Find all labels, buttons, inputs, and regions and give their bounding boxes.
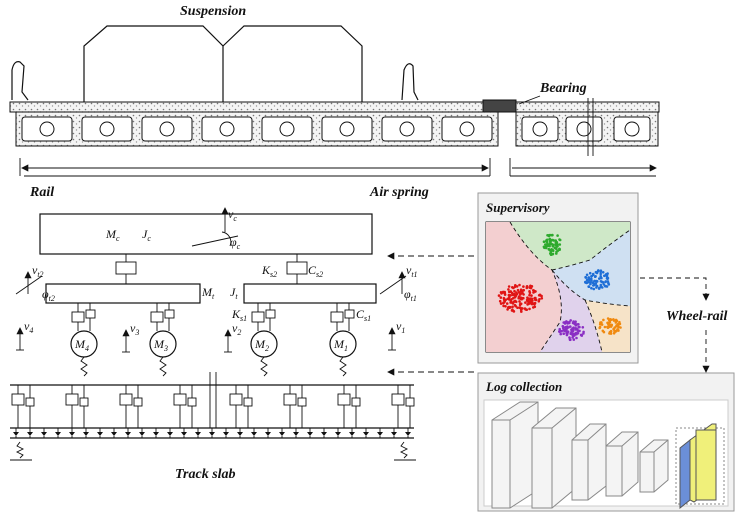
girder-cells — [21, 116, 651, 142]
motion-indicators — [15, 271, 407, 353]
svg-text:vt1: vt1 — [406, 263, 418, 279]
svg-text:M4: M4 — [74, 337, 89, 353]
cluster-plot — [485, 221, 631, 353]
svg-text:M3: M3 — [153, 337, 168, 353]
primary-suspensions — [71, 303, 355, 331]
rail-post-left — [11, 61, 29, 101]
svg-text:v4: v4 — [24, 319, 33, 335]
log-collection-panel: Log collection — [477, 372, 735, 512]
bearing-label: Bearing — [539, 81, 587, 96]
deck-slab-right — [513, 101, 660, 113]
secondary-suspension-right — [286, 254, 308, 284]
region-green — [510, 222, 630, 270]
rail-label: Rail — [29, 185, 54, 200]
slab-springs — [13, 428, 411, 438]
bridge-section — [9, 25, 660, 177]
layer-blue — [679, 438, 691, 510]
bogie-frame-left — [45, 283, 201, 304]
rail-post-right — [401, 63, 419, 101]
suspension-label: Suspension — [180, 4, 246, 19]
svg-text:Ks2: Ks2 — [261, 263, 277, 279]
svg-text:Jc: Jc — [142, 227, 151, 243]
svg-text:Mt: Mt — [201, 285, 215, 301]
region-blue — [552, 230, 630, 306]
svg-text:Ks1: Ks1 — [231, 307, 247, 323]
svg-text:Mc: Mc — [105, 227, 120, 243]
secondary-suspension-left — [115, 254, 137, 284]
wheelsets — [70, 330, 357, 358]
svg-text:vt2: vt2 — [32, 263, 44, 279]
bogie-frame-right — [243, 283, 377, 304]
svg-text:M2: M2 — [254, 337, 269, 353]
wheel-rail-label: Wheel-rail — [666, 309, 728, 324]
dynamics-model — [10, 207, 416, 461]
svg-text:v1: v1 — [396, 319, 405, 335]
svg-text:φt1: φt1 — [404, 287, 417, 303]
air-spring-label: Air spring — [369, 185, 429, 200]
region-purple — [540, 270, 602, 352]
supervisory-panel: Supervisory — [477, 192, 639, 364]
deck-slab — [9, 101, 495, 113]
connectors — [387, 252, 710, 376]
car-body-right — [222, 25, 363, 102]
svg-text:M1: M1 — [333, 337, 348, 353]
svg-text:Jt: Jt — [230, 285, 238, 301]
svg-text:Cs1: Cs1 — [356, 307, 371, 323]
cluster-points — [497, 233, 622, 342]
svg-text:vc: vc — [228, 207, 237, 223]
svg-text:v2: v2 — [232, 321, 241, 337]
bearing-block — [482, 99, 517, 113]
svg-text:φt2: φt2 — [42, 287, 55, 303]
cnn-layers — [491, 401, 725, 510]
car-body-mass — [39, 213, 373, 255]
log-collection-title: Log collection — [485, 379, 562, 394]
svg-text:Cs2: Cs2 — [308, 263, 323, 279]
model-symbols: Mc Jc vc φc Mt Jt Ks2 Cs2 Ks1 Cs1 vt2 φt… — [24, 207, 418, 353]
track-supports — [11, 385, 415, 428]
car-body-left — [83, 25, 224, 102]
track-slab-label: Track slab — [175, 467, 236, 482]
svg-text:v3: v3 — [130, 321, 139, 337]
svg-text:φc: φc — [230, 235, 241, 251]
supervisory-title: Supervisory — [486, 200, 550, 215]
